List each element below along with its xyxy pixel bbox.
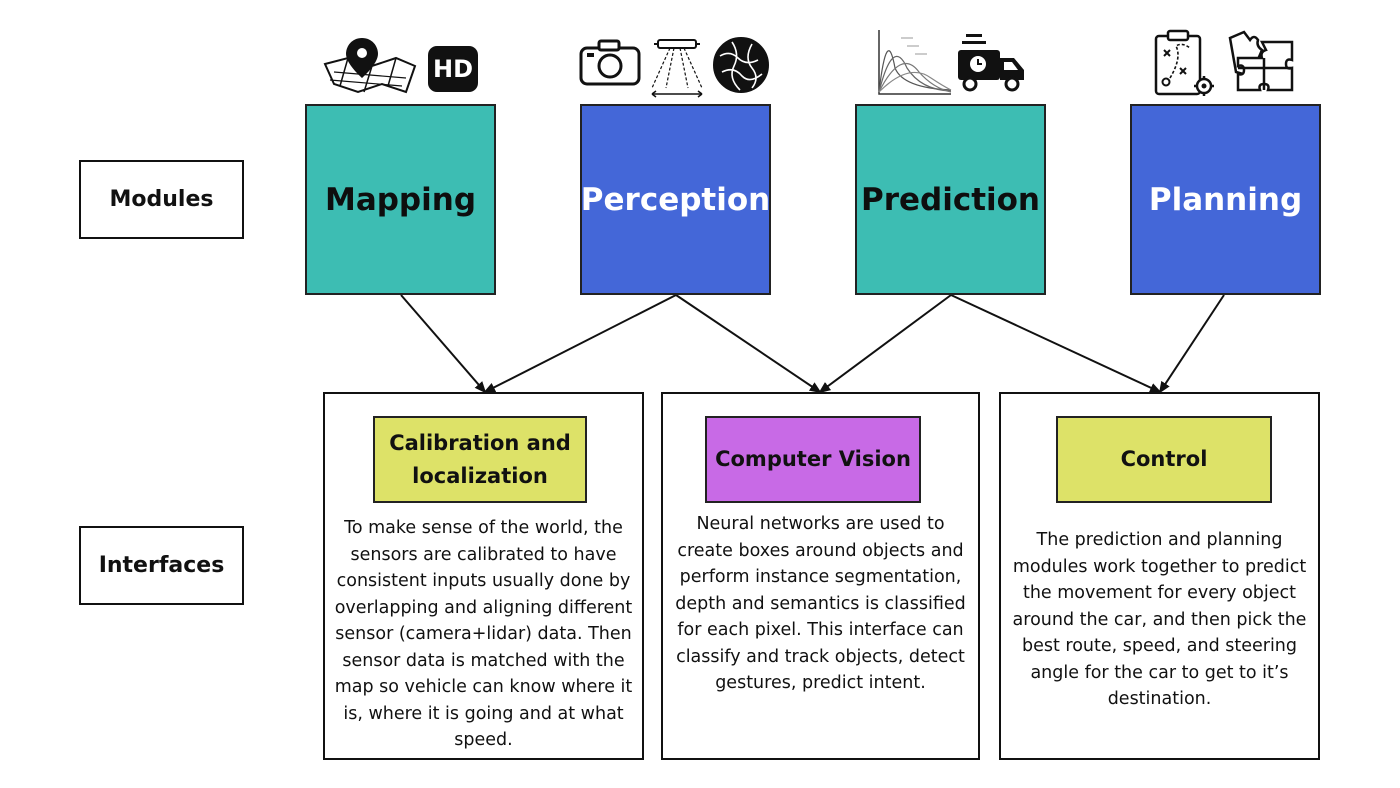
interface-control-box: Control The prediction and planning modu… xyxy=(999,392,1320,760)
module-planning-label: Planning xyxy=(1148,181,1303,218)
interface-control-title: Control xyxy=(1056,416,1272,503)
radar-globe-icon xyxy=(713,37,769,93)
edge-mapping-to-calibration xyxy=(400,294,487,394)
modules-row-label: Modules xyxy=(79,160,244,239)
edge-planning-to-control xyxy=(1158,294,1225,394)
map-pin-icon xyxy=(323,38,417,94)
module-planning: Planning xyxy=(1130,104,1321,295)
module-perception-label: Perception xyxy=(580,181,771,218)
edge-prediction-to-control xyxy=(950,294,1162,393)
edge-prediction-to-vision xyxy=(818,294,952,394)
camera-icon xyxy=(579,39,641,86)
module-prediction-label: Prediction xyxy=(860,181,1041,218)
interface-computer-vision-description: Neural networks are used to create boxes… xyxy=(675,514,966,693)
interfaces-row-label: Interfaces xyxy=(79,526,244,605)
module-prediction: Prediction xyxy=(855,104,1046,295)
module-perception: Perception xyxy=(580,104,771,295)
distribution-curves-icon xyxy=(878,30,952,95)
edge-perception-to-calibration xyxy=(483,294,677,393)
interface-computer-vision-title: Computer Vision xyxy=(705,416,921,503)
puzzle-icon xyxy=(1228,30,1294,92)
hd-badge-icon: HD xyxy=(428,46,478,92)
interface-calibration-description: To make sense of the world, the sensors … xyxy=(334,518,633,750)
delivery-truck-icon xyxy=(958,34,1024,92)
interface-calibration-title: Calibration and localization xyxy=(373,416,587,503)
edge-perception-to-vision xyxy=(675,294,822,394)
lidar-sensor-icon xyxy=(651,39,703,98)
interface-calibration-box: Calibration and localization To make sen… xyxy=(323,392,644,760)
module-mapping-label: Mapping xyxy=(324,181,477,218)
strategy-board-icon xyxy=(1154,29,1214,96)
interface-computer-vision-box: Computer Vision Neural networks are used… xyxy=(661,392,980,760)
interface-control-description: The prediction and planning modules work… xyxy=(1012,530,1307,709)
module-mapping: Mapping xyxy=(305,104,496,295)
hd-badge-text: HD xyxy=(432,55,473,83)
